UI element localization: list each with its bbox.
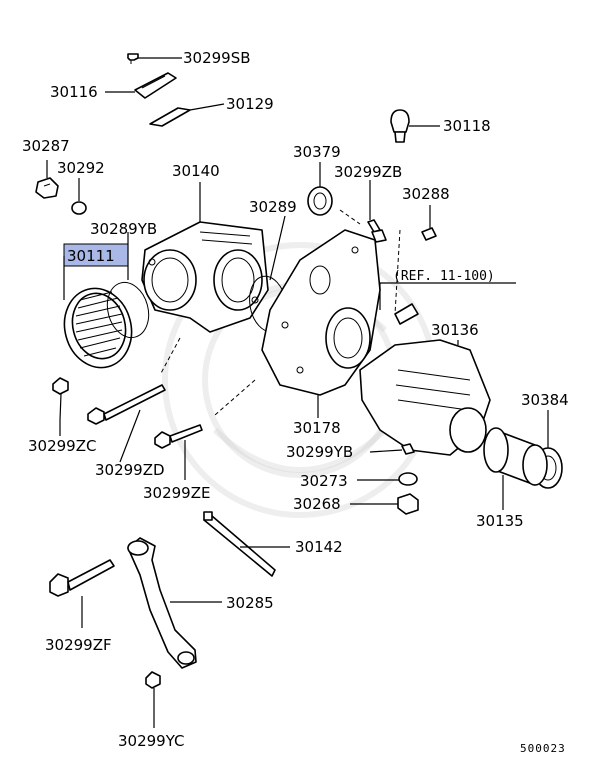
reference-note: (REF. 11-100)	[393, 269, 495, 284]
o-ring-30289YB	[106, 281, 150, 339]
bolt-30299YB	[401, 443, 415, 455]
ref-bracket	[379, 282, 516, 310]
plate-30116	[134, 72, 177, 99]
leader-lines	[46, 57, 549, 728]
oil-seal-30379	[307, 186, 333, 216]
label-30289YB: 30289YB	[90, 220, 157, 238]
bolt-30299ZB	[367, 219, 387, 243]
case-30136	[359, 303, 491, 456]
gasket-30129	[149, 107, 191, 127]
labels: 30299SB 30116 30129 30118 30287 30292 30…	[22, 49, 569, 755]
label-30140: 30140	[172, 162, 220, 180]
extension-30135	[483, 427, 548, 486]
label-30299ZD: 30299ZD	[95, 461, 165, 479]
label-30299ZC: 30299ZC	[28, 437, 96, 455]
label-30118: 30118	[443, 117, 491, 135]
label-30268: 30268	[293, 495, 341, 513]
label-30299YC: 30299YC	[118, 732, 185, 750]
bolt-30299ZF	[49, 559, 115, 597]
label-30299ZB: 30299ZB	[334, 163, 402, 181]
label-30111: 30111	[67, 247, 115, 265]
label-30287: 30287	[22, 137, 70, 155]
label-30178: 30178	[293, 419, 341, 437]
label-30288: 30288	[402, 185, 450, 203]
breather-30118	[390, 109, 410, 143]
label-30299SB: 30299SB	[183, 49, 251, 67]
pin-30288	[421, 227, 437, 241]
plug-30268	[397, 493, 419, 515]
label-30116: 30116	[50, 83, 98, 101]
plug-30287	[35, 177, 59, 199]
cover-30111	[63, 287, 133, 369]
bracket-30285	[127, 537, 197, 669]
label-30299ZE: 30299ZE	[143, 484, 210, 502]
bolt-30299ZD	[87, 384, 166, 425]
label-30142: 30142	[295, 538, 343, 556]
bolt-30299ZE	[154, 424, 203, 449]
washer-30273	[398, 472, 418, 486]
diagram-code: 500023	[520, 742, 566, 755]
label-30289: 30289	[249, 198, 297, 216]
label-30292: 30292	[57, 159, 105, 177]
bolt-30299ZC	[52, 377, 69, 421]
label-30379: 30379	[293, 143, 341, 161]
screw-30299SB	[127, 53, 139, 64]
label-30384: 30384	[521, 391, 569, 409]
bolt-30299YC	[145, 671, 161, 689]
label-30299YB: 30299YB	[286, 443, 353, 461]
adapter-30178	[261, 229, 381, 396]
label-30299ZF: 30299ZF	[45, 636, 112, 654]
label-30273: 30273	[300, 472, 348, 490]
label-30129: 30129	[226, 95, 274, 113]
washer-30292	[71, 201, 87, 215]
label-30135: 30135	[476, 512, 524, 530]
label-30285: 30285	[226, 594, 274, 612]
label-30136: 30136	[431, 321, 479, 339]
housing-30140	[141, 221, 269, 333]
strap-30142	[203, 511, 276, 577]
